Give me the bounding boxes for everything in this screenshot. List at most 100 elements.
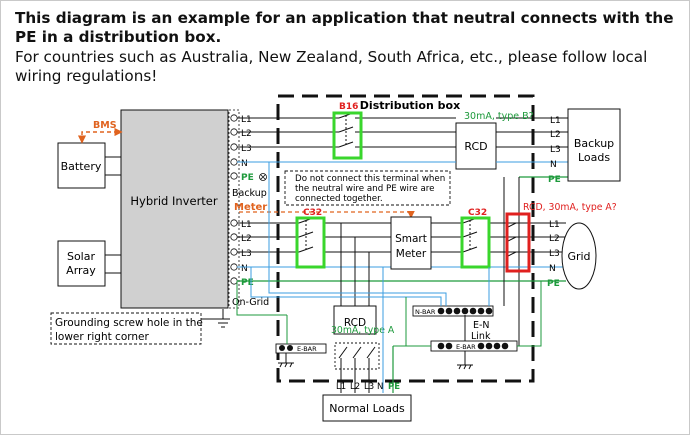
grid-n: N bbox=[549, 264, 556, 274]
meter-comm-line bbox=[239, 210, 415, 219]
c32-left-label: C32 bbox=[303, 208, 322, 218]
pe-terminal-cross-icon bbox=[259, 173, 267, 181]
n-bar-label: N-BAR bbox=[415, 308, 436, 316]
normal-loads-label: Normal Loads bbox=[329, 402, 405, 415]
c32-right-breaker bbox=[460, 216, 491, 269]
backup-loads-l2: L2 bbox=[550, 130, 561, 140]
solar-label-1: Solar bbox=[67, 250, 96, 263]
e-bar-left-label: E-BAR bbox=[297, 345, 317, 353]
backup-loads-pe: PE bbox=[548, 175, 561, 185]
distribution-box-outline bbox=[276, 94, 535, 383]
grid-rcd-label: RCD, 30mA, type A? bbox=[523, 202, 617, 213]
grounding-note-line-2: lower right corner bbox=[55, 331, 149, 343]
grid-n-to-nbar bbox=[250, 267, 442, 306]
grid-l2: L2 bbox=[549, 234, 560, 244]
rcd-bottom-box bbox=[333, 305, 377, 335]
grid-rcd bbox=[505, 212, 531, 273]
inv-backup-l1-label: L1 bbox=[241, 115, 252, 125]
solar-array-box bbox=[57, 240, 106, 287]
backup-loads-l1: L1 bbox=[550, 116, 561, 126]
smart-meter-label-2: Meter bbox=[396, 248, 427, 260]
n-bar bbox=[412, 305, 494, 317]
distribution-box-label-bg bbox=[353, 98, 467, 112]
backup-phase-wires bbox=[237, 117, 568, 148]
inv-grid-pe-label: PE bbox=[241, 278, 254, 288]
solar-label-2: Array bbox=[66, 264, 96, 277]
warning-note-box bbox=[284, 170, 451, 206]
backup-loads-box bbox=[567, 108, 621, 182]
normal-loads-pe-label: PE bbox=[388, 382, 400, 392]
grid-label: Grid bbox=[567, 250, 590, 263]
inv-grid-l1-label: L1 bbox=[241, 220, 252, 230]
grid-l3: L3 bbox=[549, 249, 560, 259]
backup-label: Backup bbox=[232, 188, 267, 199]
rcd-type-a-label: 30mA, type A bbox=[331, 325, 395, 336]
inverter-ground-icon bbox=[216, 318, 230, 328]
backup-loads-n: N bbox=[550, 160, 557, 170]
backup-loads-label-2: Loads bbox=[578, 151, 610, 164]
inv-grid-l3-label: L3 bbox=[241, 249, 252, 259]
n-bar-screws bbox=[437, 307, 493, 315]
backup-loads-label-1: Backup bbox=[574, 137, 614, 150]
e-bar-right-label: E-BAR bbox=[456, 343, 476, 351]
c32-right-label: C32 bbox=[468, 208, 487, 218]
hybrid-inverter-label: Hybrid Inverter bbox=[130, 194, 218, 208]
distribution-box-label: Distribution box bbox=[360, 99, 460, 112]
b16-breaker bbox=[332, 111, 363, 160]
grounding-note-line-1: Grounding screw hole in the bbox=[55, 317, 203, 329]
grounding-note-box bbox=[50, 312, 202, 345]
inverter-terminals bbox=[230, 114, 238, 285]
en-link-label-2: Link bbox=[471, 331, 491, 342]
grid-pe-to-ebar bbox=[517, 281, 542, 347]
battery-label: Battery bbox=[61, 160, 102, 173]
inv-backup-pe-label: PE bbox=[241, 173, 254, 183]
warning-note-line-3: connected together. bbox=[295, 194, 383, 204]
header: This diagram is an example for an applic… bbox=[15, 9, 680, 86]
header-subtitle: For countries such as Australia, New Zea… bbox=[15, 48, 648, 85]
rcd-bottom-breaker bbox=[334, 342, 380, 370]
hybrid-inverter-box bbox=[120, 109, 229, 309]
rcd-type-b-label: 30mA, type B? bbox=[464, 111, 534, 122]
grounding-note-lead bbox=[201, 309, 224, 320]
e-bar-left bbox=[275, 343, 327, 354]
battery-box bbox=[57, 142, 106, 189]
rcd-top-box bbox=[455, 122, 497, 170]
smart-meter-label-1: Smart bbox=[395, 233, 427, 245]
pe-to-ebar bbox=[405, 297, 431, 347]
inverter-terminal-strip bbox=[228, 109, 240, 309]
grid-l1: L1 bbox=[549, 220, 560, 230]
e-bar-right-screws bbox=[437, 342, 509, 350]
inv-backup-n-label: N bbox=[241, 159, 248, 169]
inverter-pe-drop bbox=[236, 281, 287, 316]
ground-left-icon bbox=[278, 362, 294, 368]
e-bar-left-screws bbox=[279, 345, 293, 351]
meter-label: Meter bbox=[234, 202, 267, 213]
en-link-label-1: E-N bbox=[473, 320, 490, 331]
bms-label: BMS bbox=[93, 120, 117, 131]
normal-loads-l1: L1 bbox=[336, 382, 346, 392]
c32-left-breaker bbox=[295, 216, 326, 269]
inv-backup-l3-label: L3 bbox=[241, 144, 252, 154]
on-grid-label: On-Grid bbox=[232, 297, 269, 308]
normal-loads-box bbox=[322, 394, 412, 422]
normal-loads-n: N bbox=[377, 382, 383, 392]
bms-link bbox=[77, 127, 123, 144]
normal-loads-l2: L2 bbox=[350, 382, 360, 392]
smart-meter-box bbox=[390, 216, 432, 270]
rcd-top-label: RCD bbox=[464, 140, 487, 153]
backup-n-to-nbar bbox=[268, 162, 447, 306]
warning-note-line-1: Do not connect this terminal when bbox=[295, 174, 445, 184]
grid-source bbox=[561, 222, 597, 290]
inv-backup-l2-label: L2 bbox=[241, 129, 252, 139]
warning-note-line-2: the neutral wire and PE wire are bbox=[295, 184, 435, 194]
normal-loads-l3: L3 bbox=[364, 382, 374, 392]
inv-grid-n-label: N bbox=[241, 264, 248, 274]
backup-loads-l3: L3 bbox=[550, 145, 561, 155]
ground-right-icon bbox=[457, 364, 473, 370]
b16-label: B16 bbox=[339, 102, 358, 112]
inv-grid-l2-label: L2 bbox=[241, 234, 252, 244]
grid-pe: PE bbox=[547, 279, 560, 289]
header-title: This diagram is an example for an applic… bbox=[15, 9, 674, 46]
